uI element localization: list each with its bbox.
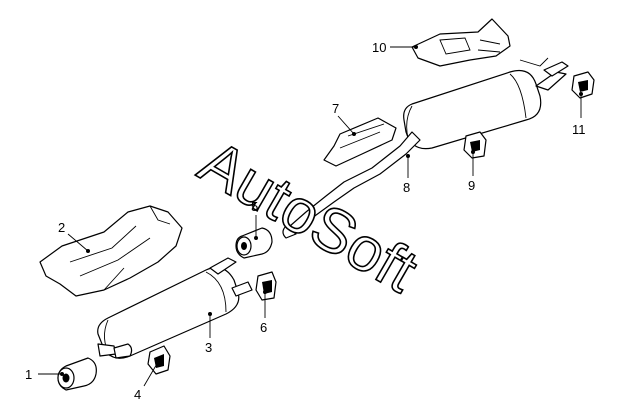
leader-lines: [38, 45, 583, 387]
heat-shield-upper: [411, 18, 511, 67]
heat-shield-front: [39, 205, 183, 297]
callout-6: 6: [260, 320, 267, 335]
hanger-mid: [463, 131, 487, 159]
hanger-front-left: [147, 345, 171, 375]
front-muffler: [97, 257, 253, 359]
hanger-rear: [571, 71, 595, 99]
callout-4: 4: [134, 387, 141, 402]
callout-9: 9: [468, 178, 475, 193]
callout-10: 10: [372, 40, 386, 55]
callout-1: 1: [25, 367, 32, 382]
callout-3: 3: [205, 340, 212, 355]
callout-8: 8: [403, 180, 410, 195]
callout-5: 5: [251, 199, 258, 214]
callout-2: 2: [58, 220, 65, 235]
intermediate-pipe: [282, 131, 421, 239]
callout-11: 11: [572, 122, 586, 137]
clamp: [235, 227, 273, 259]
rear-muffler-assembly: [403, 57, 569, 150]
clamp-front: [57, 357, 97, 391]
callout-7: 7: [332, 101, 339, 116]
hanger-front-right: [255, 271, 277, 301]
